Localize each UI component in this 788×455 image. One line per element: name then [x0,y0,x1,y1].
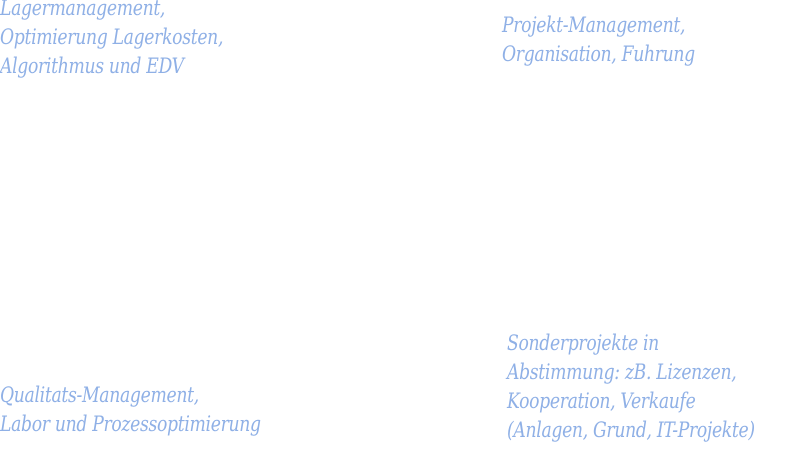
text-block-sonderprojekte: Sonderprojekte in Abstimmung: zB. Lizenz… [507,329,755,445]
text-block-lagermanagement: Lagermanagement, Optimierung Lagerkosten… [0,0,223,81]
text-line: Lagermanagement, [0,0,166,20]
text-line: Optimierung Lagerkosten, [0,25,224,49]
text-block-qualitats-management: Qualitats-Management, Labor und Prozesso… [0,381,261,439]
text-line: (Anlagen, Grund, IT-Projekte) [507,418,755,442]
text-line: Labor und Prozessoptimierung [0,412,261,436]
text-line: Algorithmus und EDV [0,54,184,78]
text-block-projekt-management: Projekt-Management, Organisation, Fuhrun… [502,11,695,69]
text-line: Qualitats-Management, [0,383,199,407]
text-line: Projekt-Management, [502,13,686,37]
text-line: Sonderprojekte in [507,331,659,355]
text-line: Organisation, Fuhrung [502,42,695,66]
text-line: Abstimmung: zB. Lizenzen, [507,360,737,384]
text-line: Kooperation, Verkaufe [507,389,696,413]
